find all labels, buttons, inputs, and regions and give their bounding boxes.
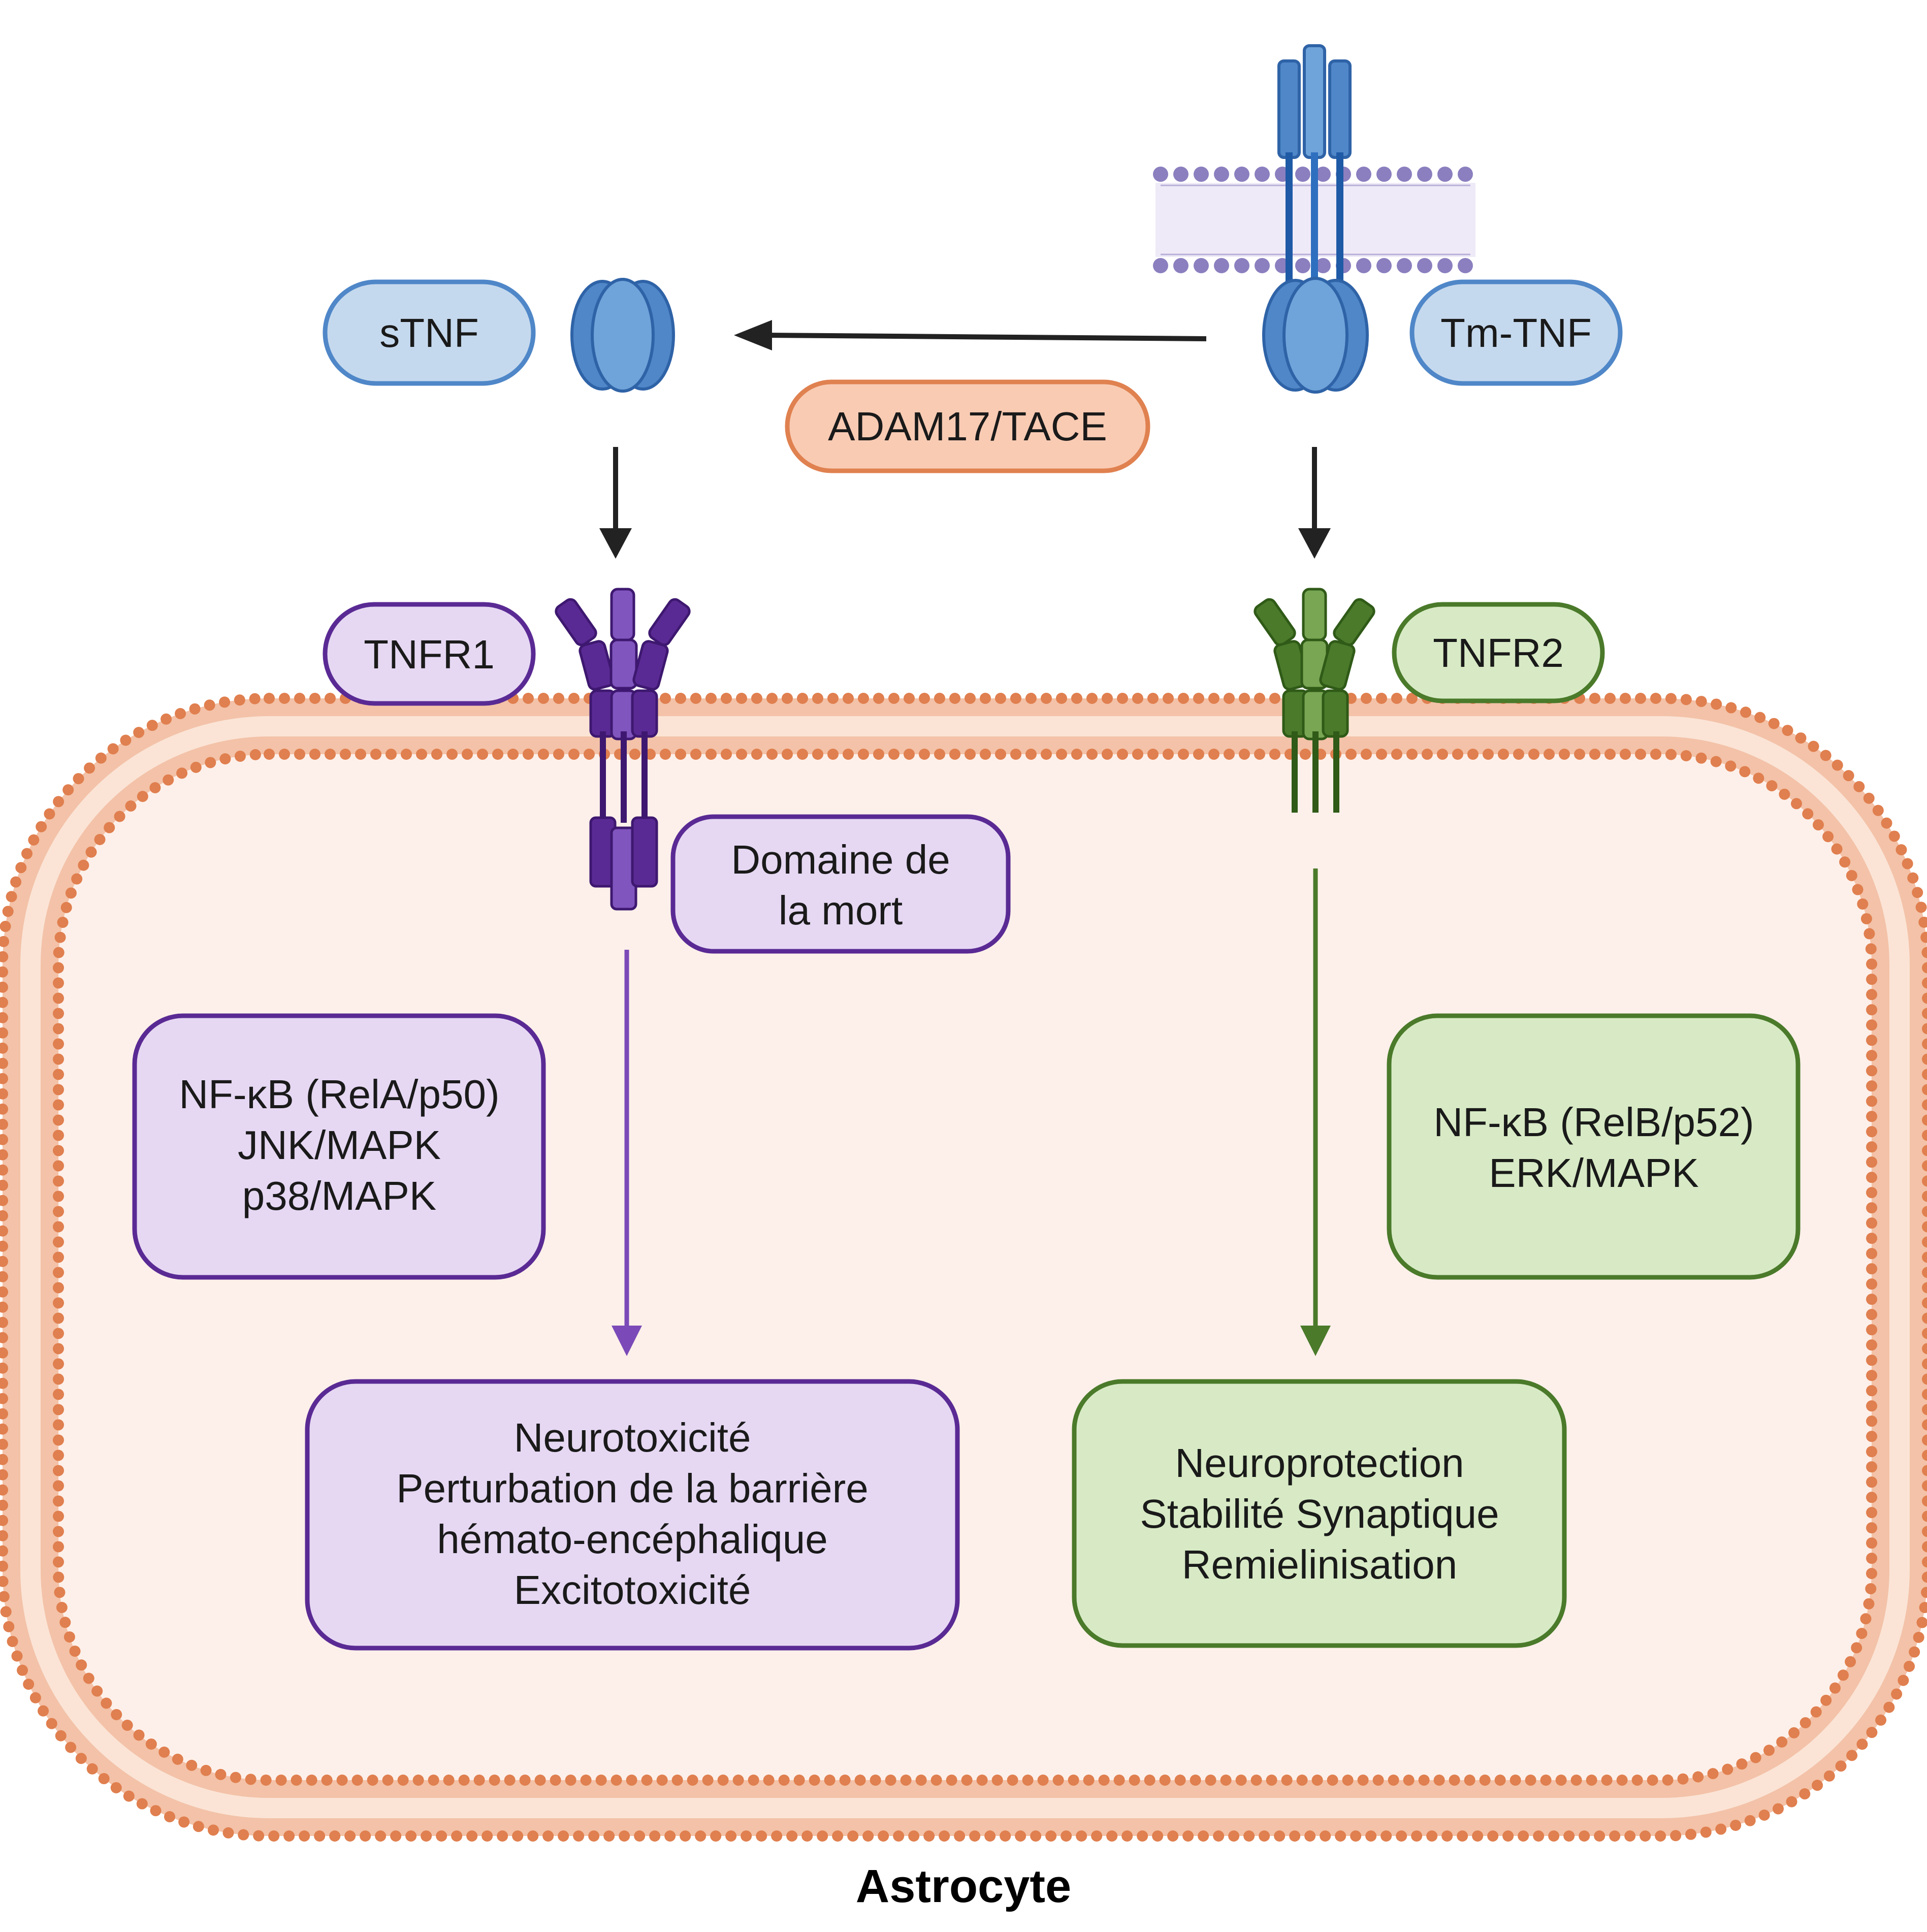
tnfr2-label-box: TNFR2 xyxy=(1392,602,1605,703)
stnf-protein-icon xyxy=(570,278,675,393)
death-domain-line-2: la mort xyxy=(779,888,903,933)
death-domain-line-1: Domaine de xyxy=(731,837,950,882)
stnf-to-tnfr1-arrow xyxy=(599,447,632,559)
pathway-nfkb-relb: NF-κB (RelB/p52) xyxy=(1433,1100,1754,1145)
tnfr2-label: TNFR2 xyxy=(1433,630,1564,675)
outcome-neurotoxicity: Neurotoxicité xyxy=(514,1415,751,1460)
outcome-neuroprotection: Neuroprotection xyxy=(1175,1440,1464,1486)
outcome-synaptic-stability: Stabilité Synaptique xyxy=(1140,1491,1499,1536)
tnfr1-label-box: TNFR1 xyxy=(323,602,536,706)
pathway-nfkb-rela: NF-κB (RelA/p50) xyxy=(179,1072,499,1117)
tnfr1-receptor-icon xyxy=(555,588,691,911)
tnfr2-signaling-arrow xyxy=(1300,868,1331,1356)
tnfr1-label: TNFR1 xyxy=(364,632,495,677)
pathway-p38: p38/MAPK xyxy=(242,1173,436,1218)
tnfr1-pathways-box: NF-κB (RelA/p50) JNK/MAPK p38/MAPK xyxy=(132,1013,546,1280)
outcome-remyelination: Remielinisation xyxy=(1182,1542,1457,1587)
outcome-bbb-disruption-2: hémato-encéphalique xyxy=(437,1517,827,1562)
pathway-jnk: JNK/MAPK xyxy=(238,1122,441,1168)
tnfr2-pathways-box: NF-κB (RelB/p52) ERK/MAPK xyxy=(1387,1013,1801,1280)
outcome-bbb-disruption-1: Perturbation de la barrière xyxy=(396,1466,868,1511)
stnf-label: sTNF xyxy=(379,310,479,356)
cell-title: Astrocyte xyxy=(856,1860,1071,1912)
tmtnf-protein-icon xyxy=(1262,44,1369,394)
tnfr1-signaling-arrow xyxy=(612,950,642,1356)
adam17-label-box: ADAM17/TACE xyxy=(785,379,1150,473)
tnfr2-outcomes-box: Neuroprotection Stabilité Synaptique Rem… xyxy=(1072,1379,1567,1648)
adam17-label: ADAM17/TACE xyxy=(828,404,1107,449)
cleavage-arrow xyxy=(734,320,1207,350)
tmtnf-to-tnfr2-arrow xyxy=(1298,447,1331,559)
pathway-erk: ERK/MAPK xyxy=(1489,1150,1698,1196)
tnfr1-outcomes-box: Neurotoxicité Perturbation de la barrièr… xyxy=(305,1379,960,1651)
death-domain-box: Domaine de la mort xyxy=(670,814,1011,954)
outcome-excitotoxicity: Excitotoxicité xyxy=(514,1567,751,1613)
tmtnf-label: Tm-TNF xyxy=(1440,310,1592,356)
tmtnf-label-box: Tm-TNF xyxy=(1409,279,1623,386)
stnf-label-box: sTNF xyxy=(323,279,536,386)
tnfr2-receptor-icon xyxy=(1254,588,1375,813)
